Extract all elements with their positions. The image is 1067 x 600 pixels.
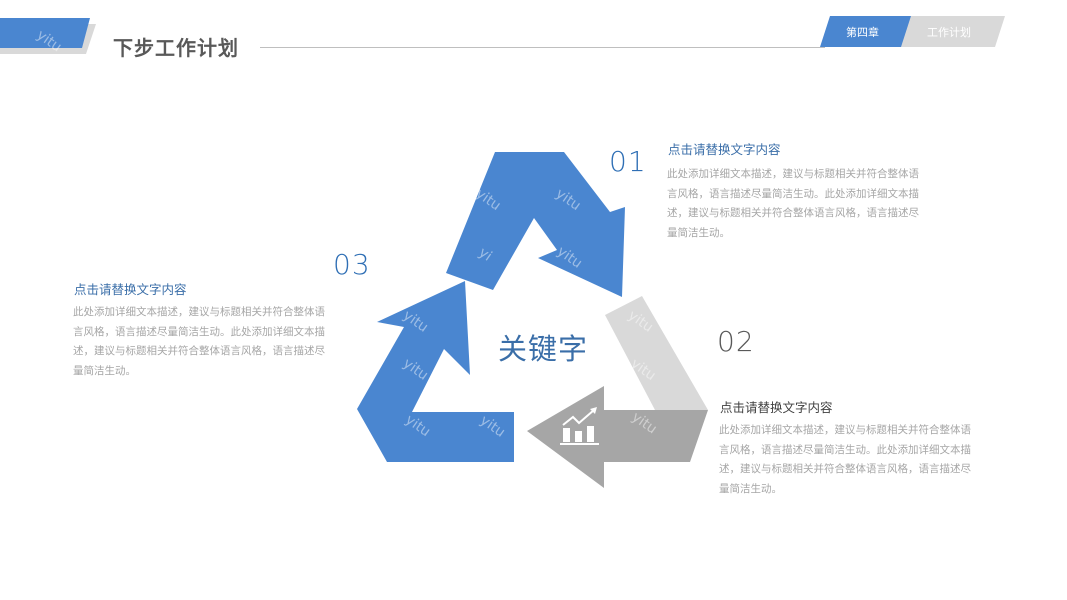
item-number-03: 03	[333, 248, 371, 281]
cycle-diagram: yitu yitu yi yitu yitu yitu yitu yitu yi…	[357, 152, 708, 488]
arrow-02: yitu yitu yitu	[527, 296, 708, 488]
header-divider	[260, 47, 825, 48]
item-title-02[interactable]: 点击请替换文字内容	[720, 400, 833, 415]
item-body-02[interactable]: 此处添加详细文本描述，建议与标题相关并符合整体语言风格，语言描述尽量简洁生动。此…	[719, 424, 971, 495]
item-number-01: 01	[609, 145, 647, 178]
growth-chart-icon	[560, 407, 599, 445]
item-title-03[interactable]: 点击请替换文字内容	[74, 282, 187, 297]
chapter-tabs	[820, 16, 1005, 47]
arrow-03: yitu yitu yitu yitu	[357, 281, 514, 462]
item-number-02: 02	[717, 325, 755, 358]
item-title-01[interactable]: 点击请替换文字内容	[668, 142, 781, 157]
corner-tab-decoration: yitu	[0, 18, 96, 55]
tab-chapter-bg	[820, 16, 911, 47]
arrow-01: yitu yitu yi yitu	[446, 152, 625, 297]
page-title: 下步工作计划	[113, 36, 239, 60]
tab-work-plan[interactable]: 工作计划	[927, 26, 971, 39]
item-body-01[interactable]: 此处添加详细文本描述，建议与标题相关并符合整体语言风格，语言描述尽量简洁生动。此…	[667, 168, 919, 239]
tab-chapter[interactable]: 第四章	[846, 26, 879, 39]
item-body-03[interactable]: 此处添加详细文本描述，建议与标题相关并符合整体语言风格，语言描述尽量简洁生动。此…	[73, 306, 325, 377]
tab-work-plan-bg	[889, 16, 1005, 47]
center-keyword: 关键字	[498, 332, 589, 366]
